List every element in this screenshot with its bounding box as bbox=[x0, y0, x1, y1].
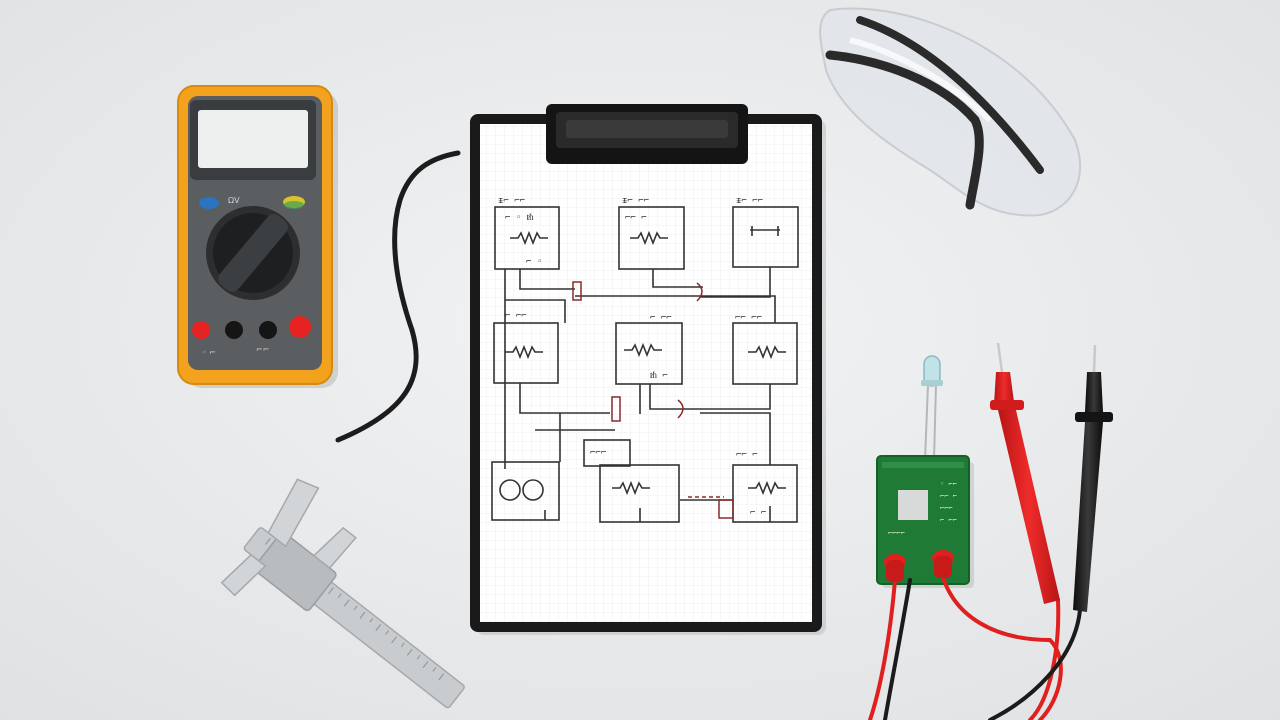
svg-text:◦ ⌐: ◦ ⌐ bbox=[202, 348, 216, 357]
glasses-arm-2 bbox=[856, 16, 1044, 174]
red-probe bbox=[990, 342, 1060, 604]
svg-text:⌐⌐⌐: ⌐⌐⌐ bbox=[940, 504, 953, 512]
clipboard: ᵻ⌐ ⌐⌐⌐ ◦ ᵺ ᵻ⌐ ⌐⌐⌐⌐ ⌐ ᵻ⌐ ⌐⌐ ⌐ ⌐⌐⌐ ⌐⌐⌐⌐ ⌐⌐… bbox=[470, 104, 826, 635]
svg-text:⌐⌐⌐: ⌐⌐⌐ bbox=[590, 448, 606, 458]
led bbox=[921, 355, 943, 461]
caliper bbox=[220, 478, 465, 709]
svg-text:ᵻ⌐ ⌐⌐: ᵻ⌐ ⌐⌐ bbox=[498, 196, 525, 206]
schematic-accents bbox=[572, 281, 734, 519]
black-wire bbox=[335, 150, 461, 443]
black-probe bbox=[1073, 344, 1113, 612]
svg-text:⌐⌐ ⌐⌐: ⌐⌐ ⌐⌐ bbox=[735, 313, 762, 323]
svg-text:ᵻ⌐ ⌐⌐: ᵻ⌐ ⌐⌐ bbox=[736, 196, 763, 206]
svg-text:⌐ ◦ ᵺ: ⌐ ◦ ᵺ bbox=[505, 213, 534, 223]
svg-text:⌐⌐ ⌐: ⌐⌐ ⌐ bbox=[940, 492, 957, 500]
glasses-arm bbox=[825, 50, 984, 210]
circuit-schematic bbox=[491, 206, 799, 523]
svg-text:⌐ ⌐⌐: ⌐ ⌐⌐ bbox=[650, 313, 672, 323]
multimeter-dial-knob bbox=[218, 214, 288, 292]
multimeter: ΩV ◦ ⌐ ⌐⌐ bbox=[177, 85, 338, 388]
svg-text:⌐⌐: ⌐⌐ bbox=[256, 345, 270, 354]
schematic-scribbles: ᵻ⌐ ⌐⌐⌐ ◦ ᵺ ᵻ⌐ ⌐⌐⌐⌐ ⌐ ᵻ⌐ ⌐⌐ ⌐ ⌐⌐⌐ ⌐⌐⌐⌐ ⌐⌐… bbox=[498, 196, 766, 518]
svg-text:⌐ ⌐⌐: ⌐ ⌐⌐ bbox=[505, 311, 527, 321]
safety-glasses bbox=[819, 7, 1081, 217]
svg-text:◦ ⌐⌐: ◦ ⌐⌐ bbox=[940, 480, 957, 488]
svg-text:⌐⌐ ⌐: ⌐⌐ ⌐ bbox=[736, 450, 758, 460]
svg-text:⌐⌐ ⌐: ⌐⌐ ⌐ bbox=[625, 213, 647, 223]
multimeter-screen bbox=[198, 110, 308, 168]
svg-text:ᵺ ⌐: ᵺ ⌐ bbox=[650, 371, 668, 381]
svg-text:⌐ ◦: ⌐ ◦ bbox=[526, 257, 542, 267]
svg-text:⌐⌐⌐⌐: ⌐⌐⌐⌐ bbox=[888, 529, 905, 537]
svg-text:ᵻ⌐ ⌐⌐: ᵻ⌐ ⌐⌐ bbox=[622, 196, 649, 206]
svg-text:⌐ ⌐: ⌐ ⌐ bbox=[750, 508, 766, 518]
test-leads bbox=[868, 342, 1113, 720]
svg-text:ΩV: ΩV bbox=[228, 196, 240, 205]
blue-button-icon bbox=[199, 197, 219, 209]
svg-text:⌐ ⌐⌐: ⌐ ⌐⌐ bbox=[940, 516, 957, 524]
